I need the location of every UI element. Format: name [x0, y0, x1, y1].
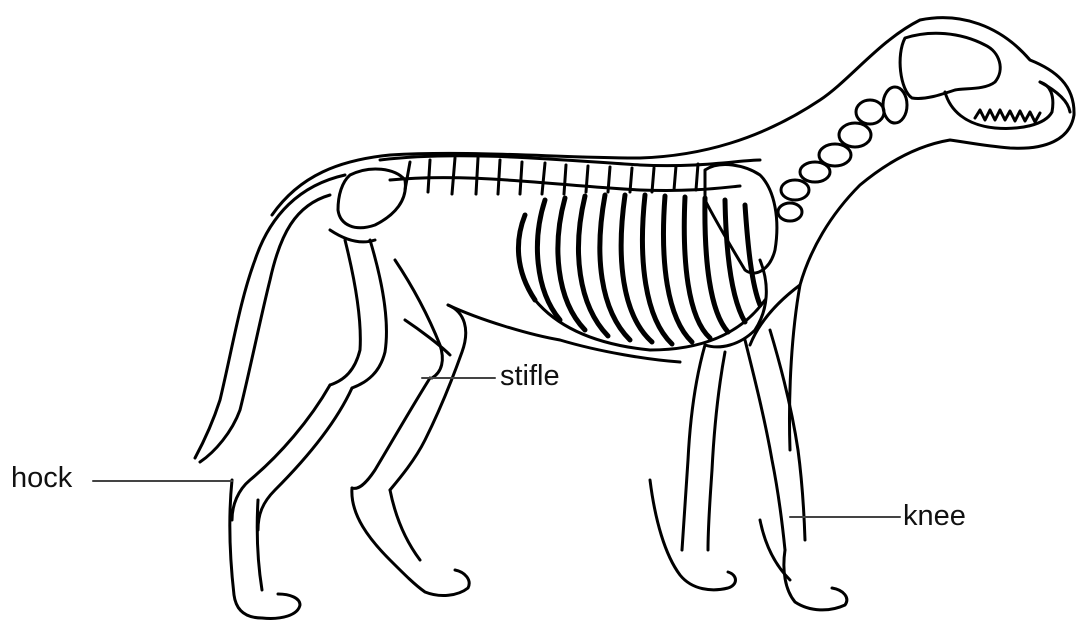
rib-cage — [518, 195, 760, 344]
knee-label: knee — [903, 502, 966, 531]
skull — [900, 33, 1070, 128]
cervical-vertebrae — [778, 87, 907, 221]
front-legs — [650, 260, 847, 610]
body-outline — [272, 18, 1074, 450]
stifle-label: stifle — [500, 362, 560, 391]
hock-label: hock — [11, 464, 72, 493]
scapula — [705, 165, 777, 274]
